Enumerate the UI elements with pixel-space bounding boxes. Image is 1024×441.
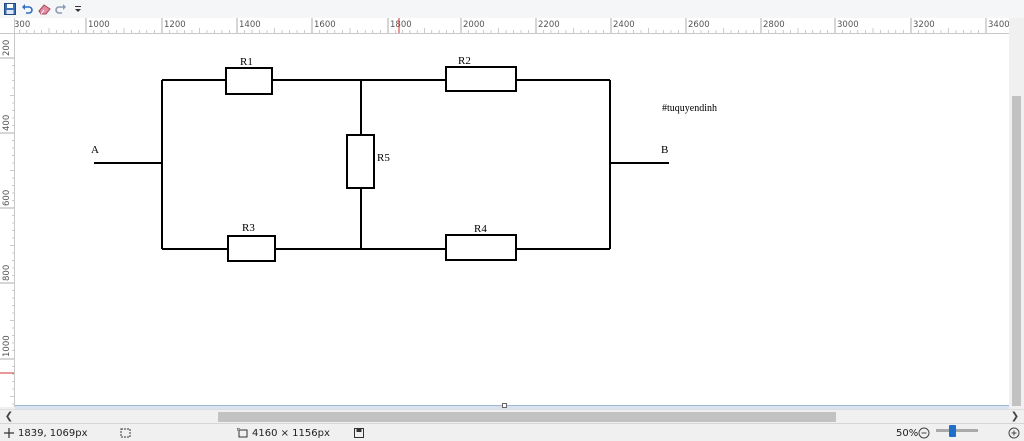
vertical-scrollbar[interactable] [1009,34,1024,407]
ruler-label: 1000 [88,20,110,30]
horizontal-scrollbar-thumb[interactable] [218,412,836,422]
resistor-r1 [225,67,273,95]
resistor-r3 [227,235,276,262]
resistor-label-r4: R4 [474,223,487,235]
selection-size [120,426,131,440]
canvas-resize-edge[interactable] [15,403,1009,409]
watermark-tag: #tuquyendinh [662,103,717,114]
zoom-out-icon[interactable] [918,427,930,439]
zoom-slider-track[interactable] [936,429,978,432]
scroll-right-arrow-icon[interactable]: ❯ [1010,411,1020,422]
drawing-canvas[interactable]: A B R1 R2 R3 R4 R5 #tuquyendinh [15,34,1009,407]
zoom-in-button[interactable] [1008,426,1020,440]
ruler-label: 2000 [463,20,485,30]
resistor-label-r3: R3 [242,222,255,234]
ruler-label: 2400 [613,20,635,30]
ruler-label: 2800 [763,20,785,30]
resistor-label-r2: R2 [458,55,471,67]
ruler-label: 2600 [688,20,710,30]
horizontal-ruler[interactable]: 300 1000 1200 1400 1600 1800 2000 2200 2400 2600 2… [15,18,1009,34]
selection-icon [120,428,131,438]
ruler-label: 3200 [913,20,935,30]
zoom-slider-thumb[interactable] [949,425,956,437]
resistor-r2 [445,66,517,92]
image-size: 4160 × 1156px [237,426,330,440]
ruler-label: 3000 [837,20,859,30]
cursor-position-text: 1839, 1069px [18,427,88,439]
ruler-label: 3400 [988,20,1009,30]
ruler-label: 1200 [164,20,186,30]
ruler-label: 400 [2,115,12,131]
resistor-label-r5: R5 [377,152,390,164]
ruler-label: 800 [2,265,12,281]
ruler-label: 200 [2,40,12,56]
zoom-level-text: 50% [896,427,919,439]
cursor-position: 1839, 1069px [4,426,88,440]
vertical-scrollbar-thumb[interactable] [1012,96,1021,406]
ruler-label: 1800 [390,20,412,30]
ruler-label: 1400 [239,20,261,30]
scroll-left-arrow-icon[interactable]: ❮ [4,411,14,422]
horizontal-scrollbar[interactable]: ❮ ❯ [0,409,1024,423]
zoom-in-icon[interactable] [1008,427,1020,439]
ruler-label: 2200 [538,20,560,30]
ruler-label: 1000 [2,335,12,357]
circuit-diagram: A B R1 R2 R3 R4 R5 #tuquyendinh [91,55,717,262]
ruler-label: 300 [15,20,30,30]
undo-icon[interactable] [20,2,34,16]
node-label-a: A [91,144,99,156]
vertical-ruler[interactable]: 200 400 600 800 1000 [0,34,15,407]
ruler-corner [0,18,15,34]
image-size-icon [237,428,248,438]
ruler-label: 1600 [314,20,336,30]
node-label-b: B [661,144,668,156]
canvas-resize-handle[interactable] [502,403,507,408]
zoom-level: 50% [896,426,918,440]
disk-icon [354,428,364,438]
zoom-out-button[interactable] [918,426,930,440]
quick-access-toolbar [0,0,1024,18]
save-icon[interactable] [3,2,17,16]
resistor-label-r1: R1 [240,56,253,68]
file-size [354,426,364,440]
redo-icon[interactable] [54,2,68,16]
image-size-text: 4160 × 1156px [252,427,330,439]
eraser-icon[interactable] [37,2,51,16]
ruler-label: 600 [2,190,12,206]
cursor-crosshair-icon [4,428,14,438]
resistor-r5 [346,134,375,189]
resistor-r4 [445,234,517,261]
customize-dropdown-icon[interactable] [71,2,85,16]
status-bar: 1839, 1069px 4160 × 1156px 50% [0,423,1024,441]
